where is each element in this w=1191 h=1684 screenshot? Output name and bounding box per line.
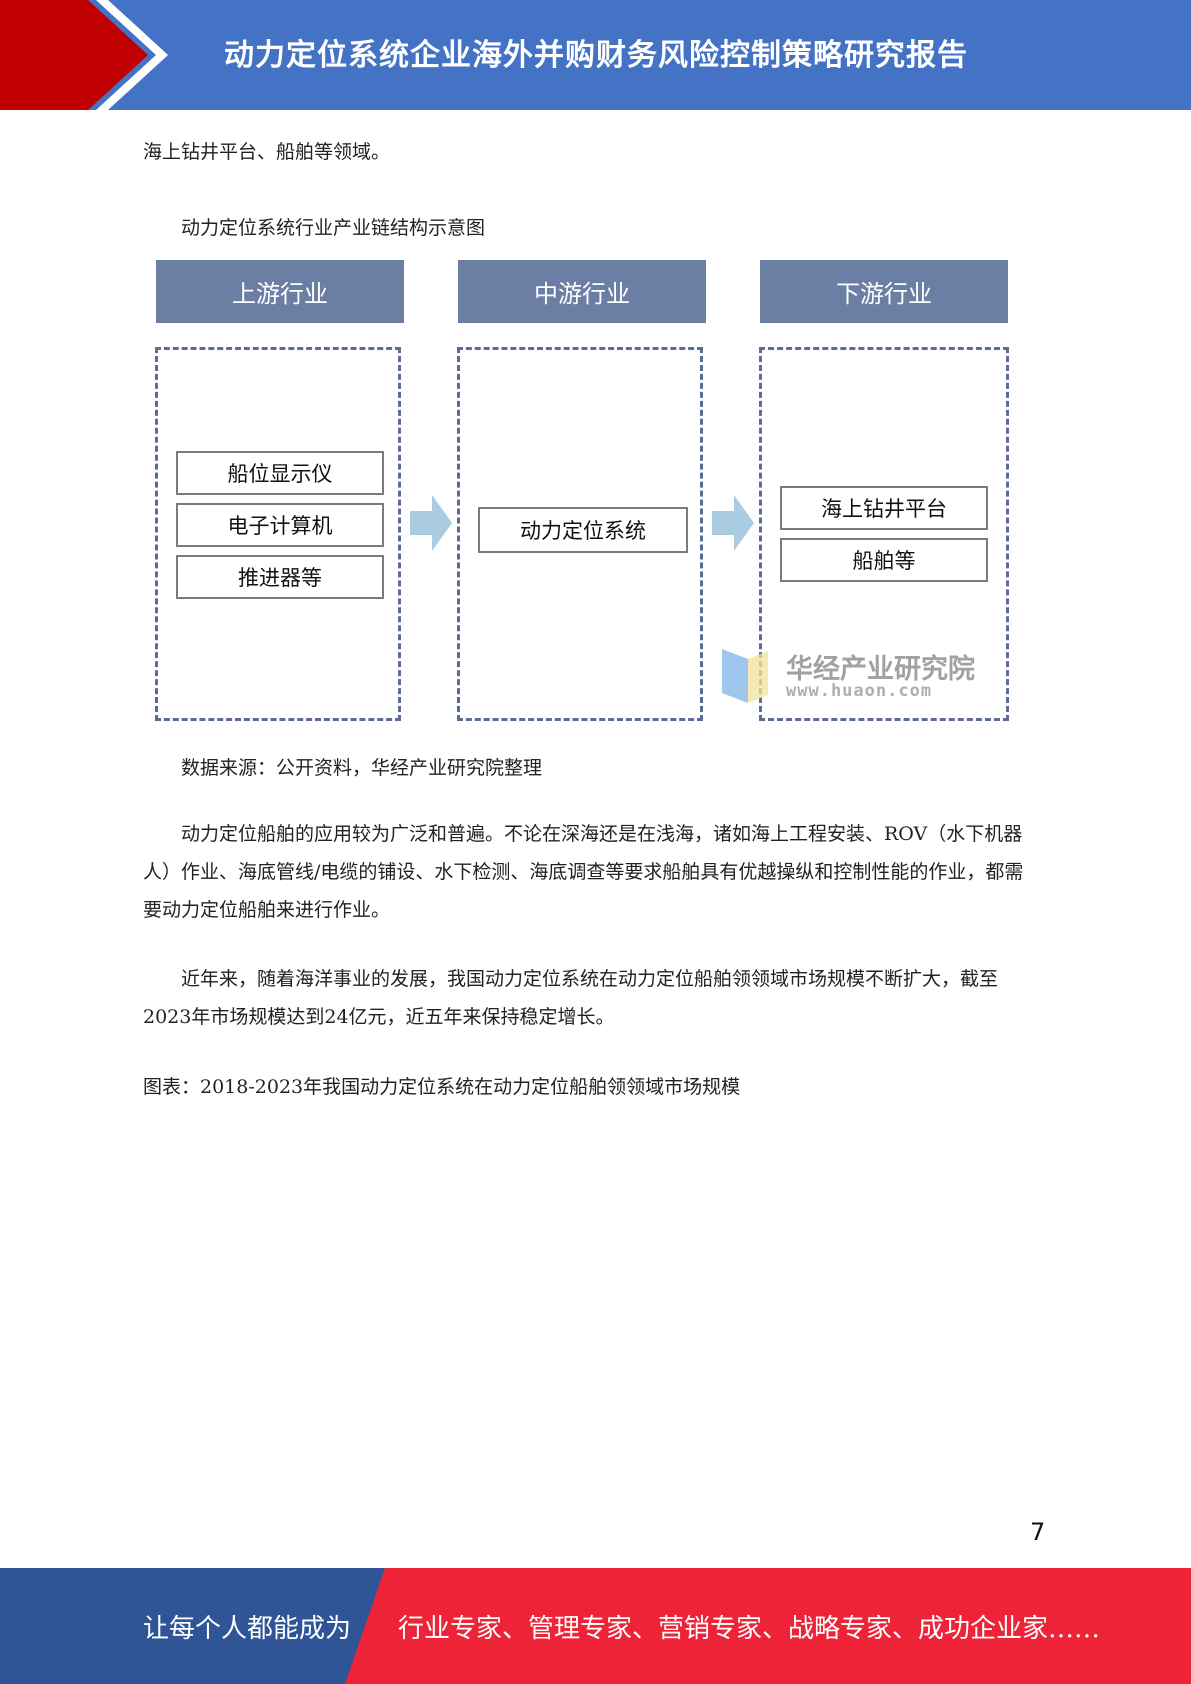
report-title: 动力定位系统企业海外并购财务风险控制策略研究报告 bbox=[224, 38, 968, 73]
paragraph-2: 近年来，随着海洋事业的发展，我国动力定位系统在动力定位船舶领领域市场规模不断扩大… bbox=[143, 968, 999, 1028]
downstream-item: 船舶等 bbox=[780, 538, 988, 582]
figure-caption: 动力定位系统行业产业链结构示意图 bbox=[181, 217, 486, 239]
footer-graphic bbox=[0, 1568, 385, 1684]
paragraph-1: 动力定位船舶的应用较为广泛和普遍。不论在深海还是在浅海，诸如海上工程安装、ROV… bbox=[143, 823, 1024, 921]
upstream-box: 船位显示仪 电子计算机 推进器等 bbox=[155, 347, 401, 721]
downstream-item: 海上钻井平台 bbox=[780, 486, 988, 530]
watermark-url: www.huaon.com bbox=[786, 681, 933, 701]
upstream-header: 上游行业 bbox=[156, 260, 404, 323]
huaon-logo-icon bbox=[722, 649, 768, 703]
arrow-right-icon bbox=[410, 495, 452, 551]
page-number: 7 bbox=[1030, 1518, 1046, 1546]
upstream-item: 电子计算机 bbox=[176, 503, 384, 547]
chart-caption: 图表：2018-2023年我国动力定位系统在动力定位船舶领领域市场规模 bbox=[143, 1076, 741, 1098]
source-note: 数据来源：公开资料，华经产业研究院整理 bbox=[181, 757, 543, 779]
footer-slogan-left: 让每个人都能成为 bbox=[143, 1614, 352, 1644]
watermark-name: 华经产业研究院 bbox=[786, 654, 975, 685]
header-banner: 动力定位系统企业海外并购财务风险控制策略研究报告 bbox=[0, 0, 1191, 110]
footer-slogan-right: 行业专家、管理专家、营销专家、战略专家、成功企业家…… bbox=[398, 1614, 1101, 1644]
downstream-header: 下游行业 bbox=[760, 260, 1008, 323]
arrow-right-icon bbox=[712, 495, 754, 551]
downstream-box: 海上钻井平台 船舶等 bbox=[759, 347, 1009, 721]
header-chevron-graphic bbox=[0, 0, 168, 110]
midstream-item: 动力定位系统 bbox=[478, 507, 688, 553]
midstream-header: 中游行业 bbox=[458, 260, 706, 323]
upstream-item: 船位显示仪 bbox=[176, 451, 384, 495]
midstream-box: 动力定位系统 bbox=[457, 347, 703, 721]
intro-line: 海上钻井平台、船舶等领域。 bbox=[143, 141, 391, 163]
industry-chain-diagram: 上游行业 船位显示仪 电子计算机 推进器等 中游行业 动力定位系统 下游行业 海… bbox=[150, 255, 1020, 735]
watermark: 华经产业研究院 www.huaon.com bbox=[722, 647, 992, 707]
footer-banner: 让每个人都能成为 行业专家、管理专家、营销专家、战略专家、成功企业家…… bbox=[0, 1568, 1191, 1684]
upstream-item: 推进器等 bbox=[176, 555, 384, 599]
